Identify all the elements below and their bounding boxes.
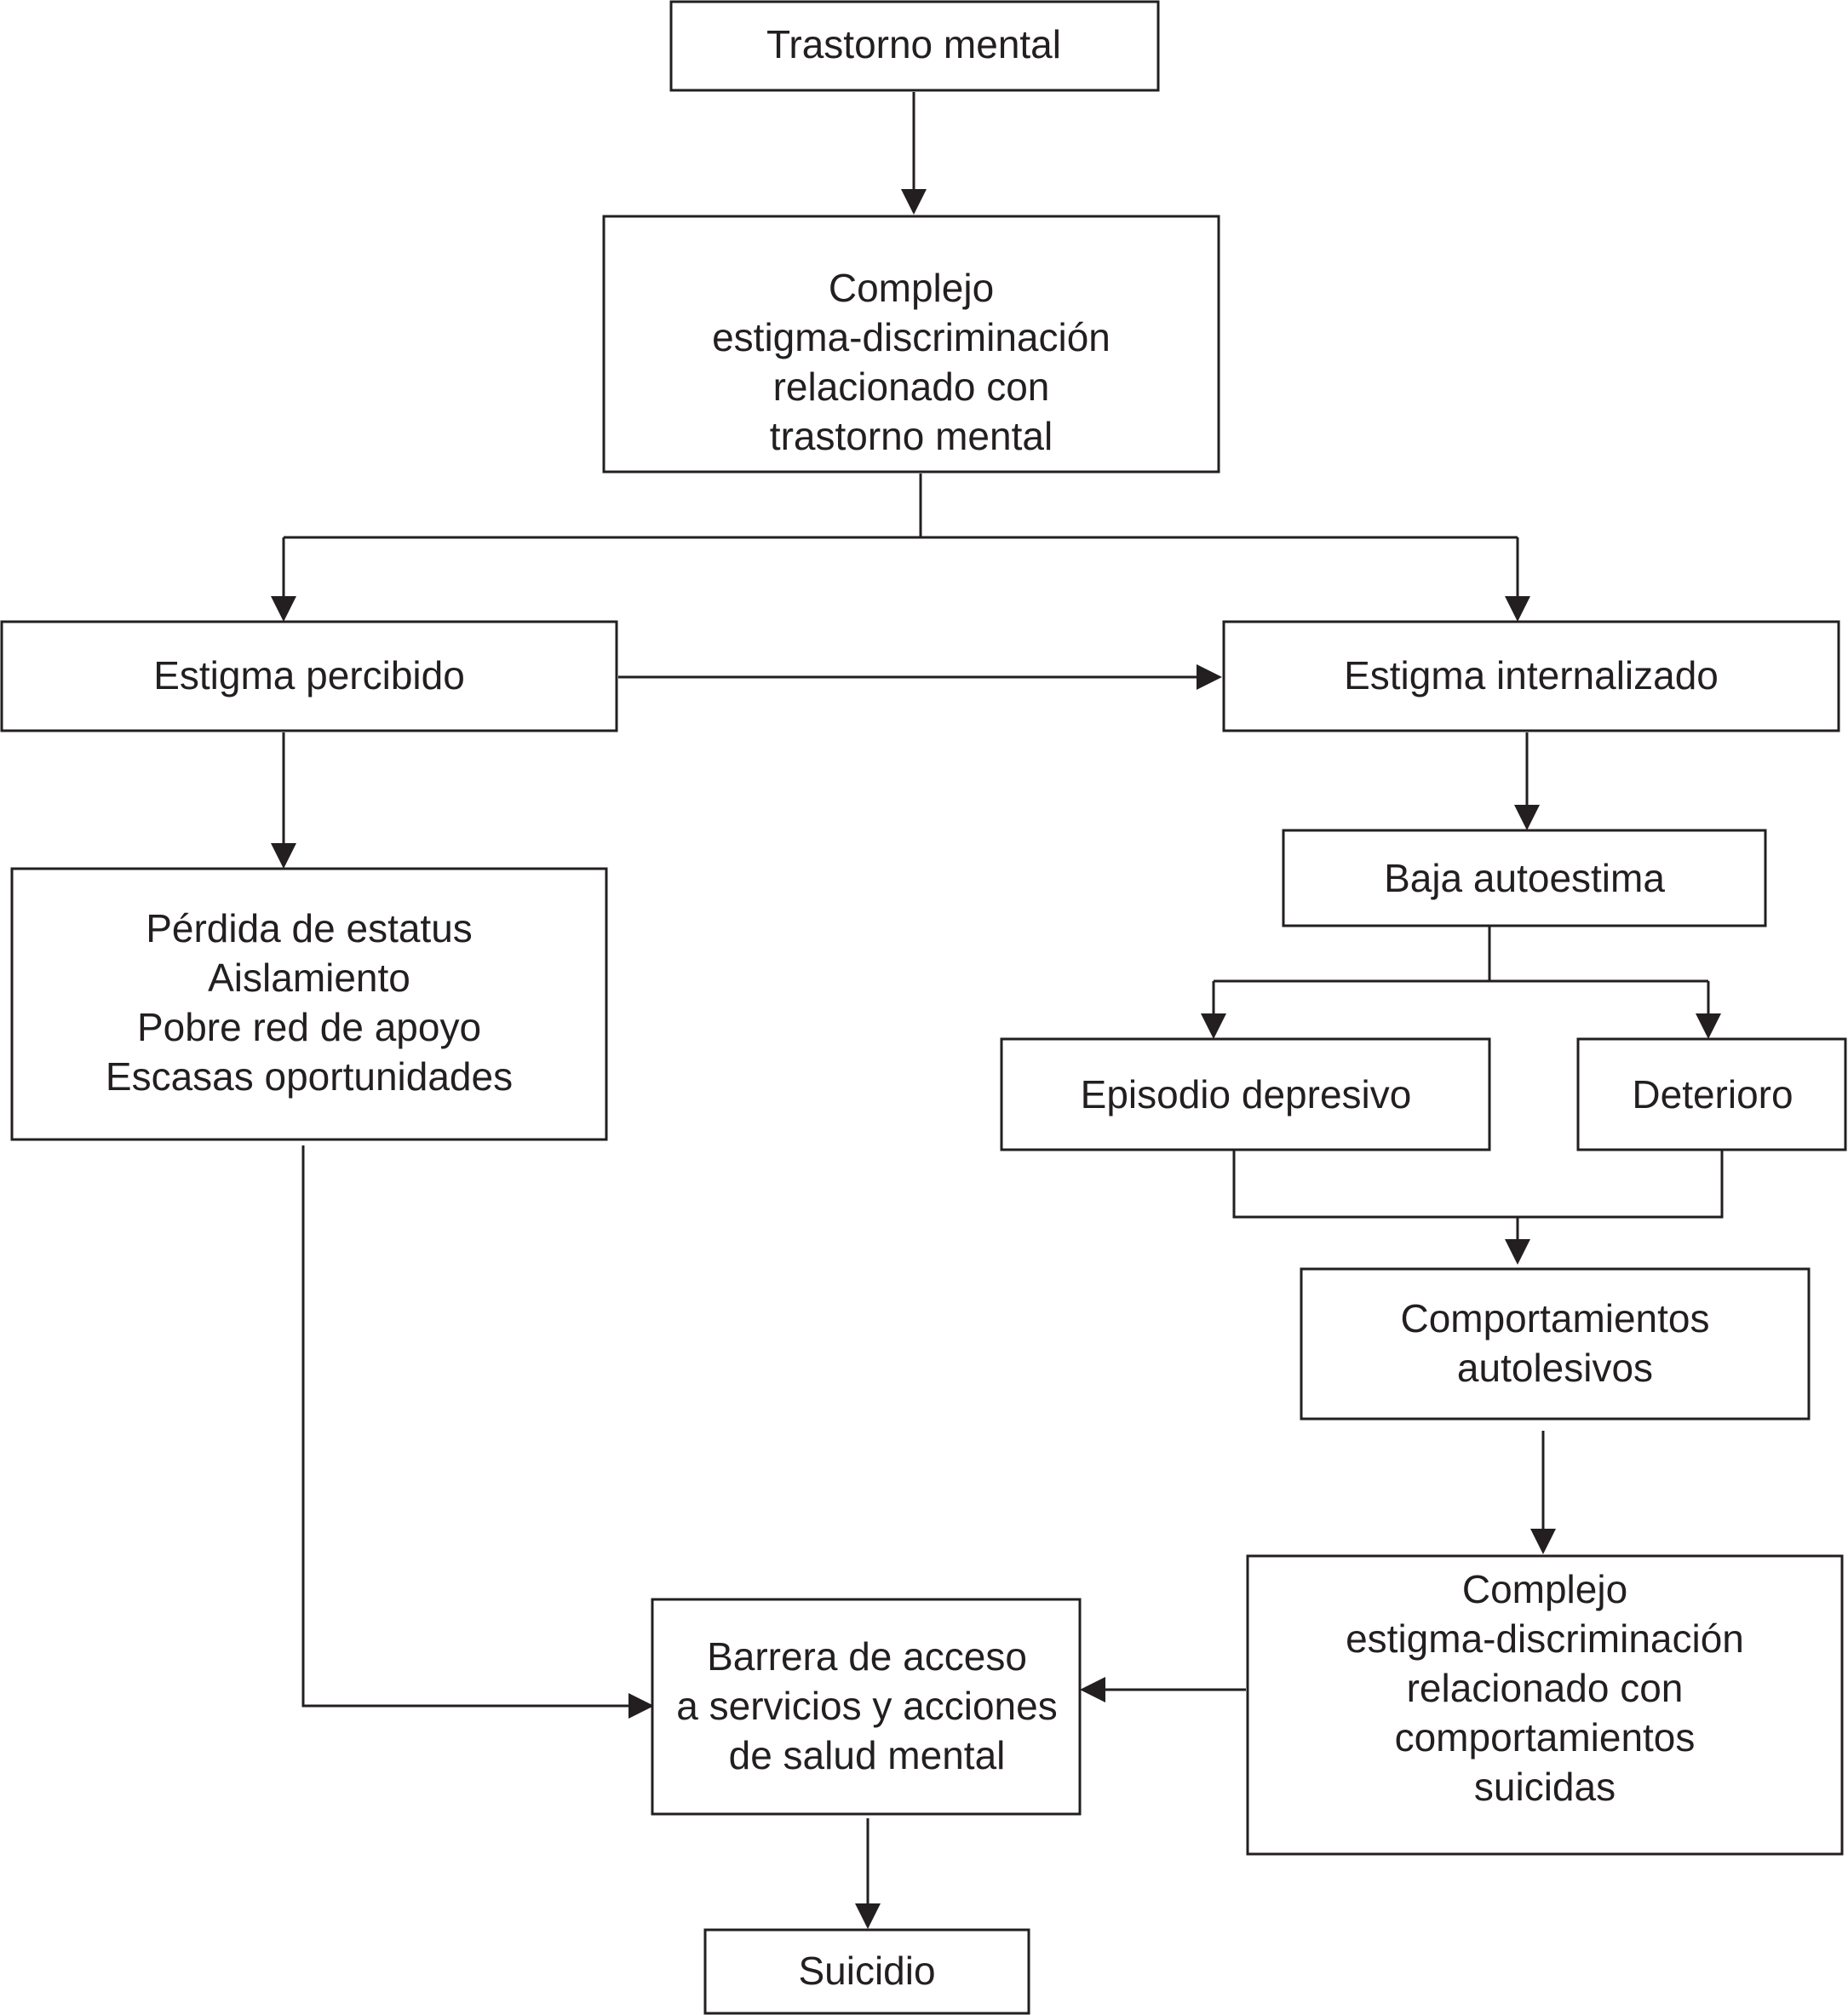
node-label-line: Complejo bbox=[829, 266, 994, 310]
node-label-line: Suicidio bbox=[798, 1949, 935, 1993]
node-label-line: Aislamiento bbox=[208, 956, 410, 1000]
node-label-line: de salud mental bbox=[729, 1733, 1006, 1777]
arrowhead bbox=[1696, 1013, 1721, 1039]
arrowhead bbox=[1505, 596, 1530, 622]
arrowhead bbox=[628, 1693, 654, 1719]
node-deterioro: Deterioro bbox=[1576, 1037, 1847, 1151]
node-label-line: Episodio depresivo bbox=[1081, 1072, 1412, 1117]
arrowhead bbox=[271, 596, 296, 622]
node-label-line: Trastorno mental bbox=[766, 22, 1061, 66]
arrowhead bbox=[1201, 1013, 1226, 1039]
arrowhead bbox=[1530, 1529, 1556, 1554]
node-label-line: Estigma internalizado bbox=[1344, 653, 1719, 698]
node-label-line: suicidas bbox=[1474, 1765, 1616, 1809]
node-label-line: estigma-discriminación bbox=[712, 315, 1111, 359]
arrowhead bbox=[855, 1903, 881, 1929]
arrowhead bbox=[1080, 1677, 1105, 1702]
node-suicidio: Suicidio bbox=[703, 1928, 1030, 2015]
edge-baja-split bbox=[1212, 927, 1710, 1018]
node-complejo-trastorno: Complejo estigma-discriminación relacionad… bbox=[602, 215, 1220, 474]
node-label-line: Deterioro bbox=[1632, 1072, 1793, 1117]
node-label-line: Estigma percibido bbox=[153, 653, 465, 698]
node-label-line: estigma-discriminación bbox=[1346, 1616, 1744, 1661]
node-estigma-internalizado: Estigma internalizado bbox=[1222, 620, 1840, 732]
node-barrera-acceso: Barrera de acceso a servicios y acciones d… bbox=[651, 1598, 1082, 1816]
node-label-line: a servicios y acciones bbox=[676, 1684, 1057, 1728]
node-label-line: comportamientos bbox=[1395, 1715, 1696, 1760]
node-label-line: Escasas oportunidades bbox=[106, 1054, 513, 1099]
node-complejo-suicidas: Complejo estigma-discriminación relacionad… bbox=[1246, 1554, 1844, 1856]
node-label-line: Complejo bbox=[1462, 1567, 1627, 1611]
arrowhead bbox=[901, 189, 927, 215]
node-label-line: Pobre red de apoyo bbox=[137, 1005, 481, 1049]
node-estigma-percibido: Estigma percibido bbox=[0, 620, 618, 732]
edge-perdida-to-barrera bbox=[301, 1145, 634, 1708]
arrowhead bbox=[271, 843, 296, 869]
connectors bbox=[271, 92, 1724, 1929]
node-episodio-depresivo: Episodio depresivo bbox=[1000, 1037, 1491, 1151]
arrowhead bbox=[1197, 664, 1222, 690]
node-label-line: autolesivos bbox=[1457, 1346, 1653, 1390]
arrowhead bbox=[1505, 1239, 1530, 1265]
node-label-line: Comportamientos bbox=[1400, 1296, 1709, 1340]
node-baja-autoestima: Baja autoestima bbox=[1282, 829, 1767, 927]
node-label-line: relacionado con bbox=[1407, 1666, 1684, 1710]
node-comportamientos-autolesivos: Comportamientos autolesivos bbox=[1300, 1267, 1811, 1421]
node-label-line: Pérdida de estatus bbox=[146, 906, 473, 950]
node-label-line: Barrera de acceso bbox=[707, 1634, 1027, 1679]
edge-merge-to-comportamientos bbox=[1232, 1150, 1724, 1243]
node-label-line: trastorno mental bbox=[770, 414, 1053, 458]
arrowhead bbox=[1514, 805, 1540, 830]
node-trastorno-mental: Trastorno mental bbox=[669, 0, 1160, 92]
edge-complejo-split bbox=[282, 474, 1519, 600]
node-label-line: Baja autoestima bbox=[1384, 856, 1665, 900]
node-label-line: relacionado con bbox=[773, 365, 1050, 409]
